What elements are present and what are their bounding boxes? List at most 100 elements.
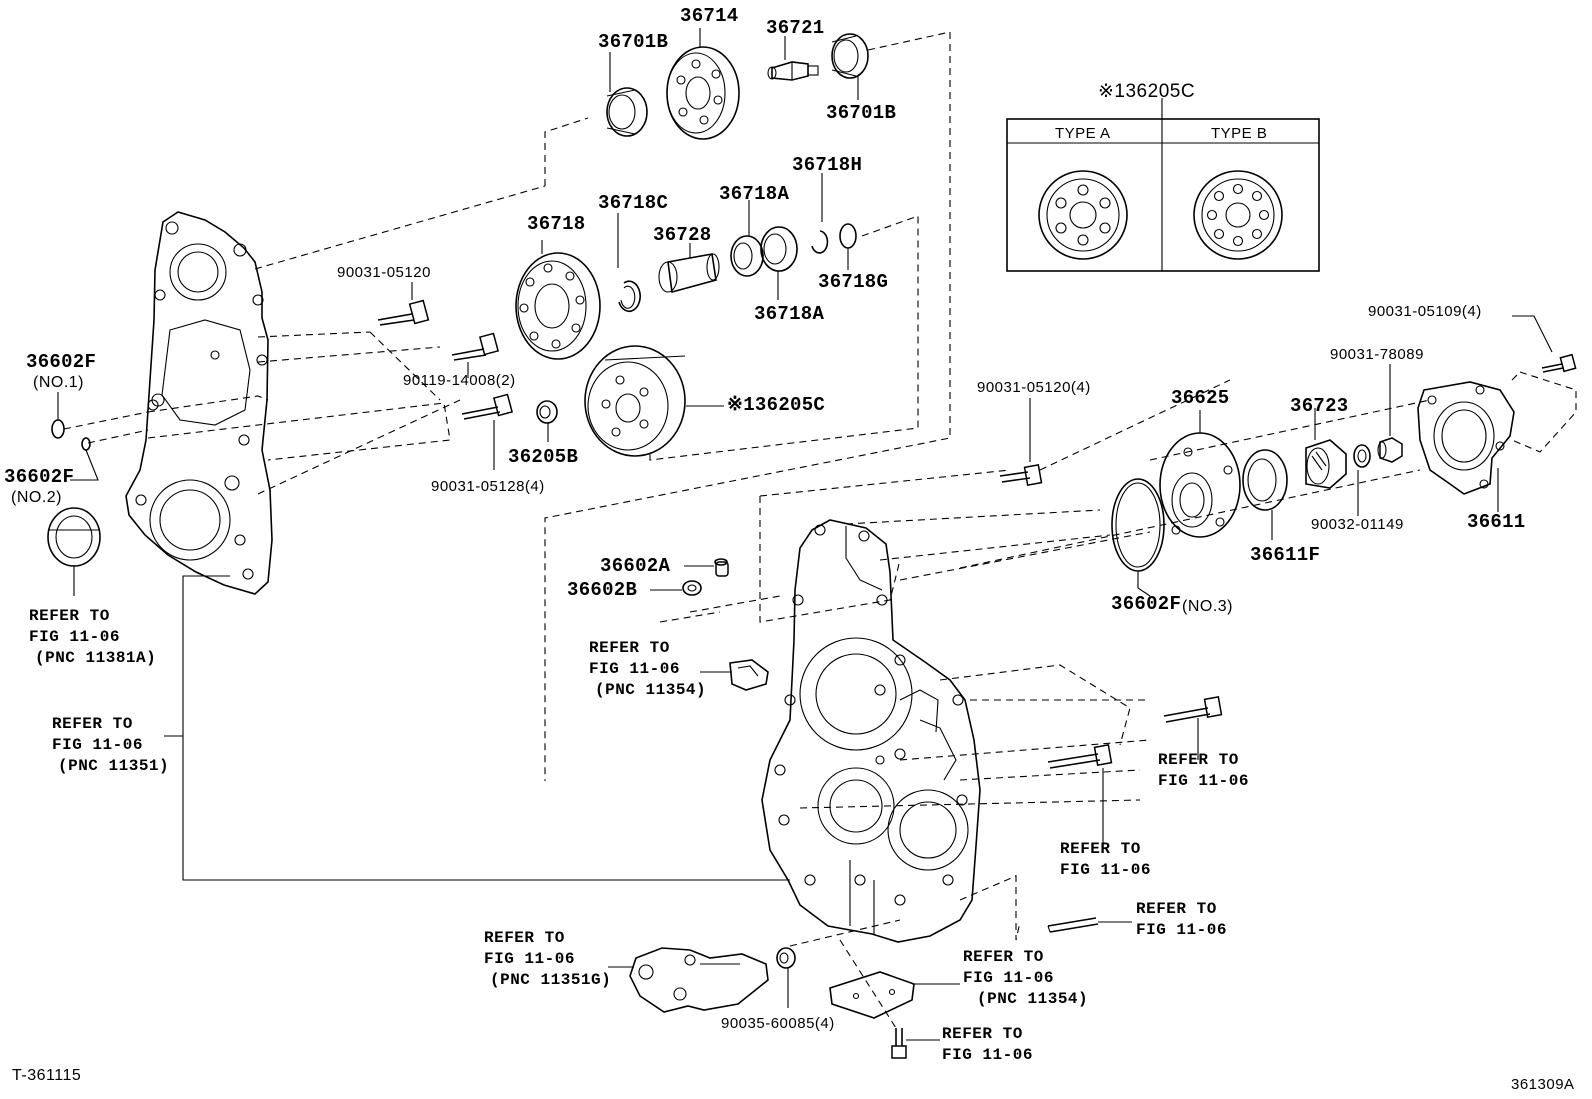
part-number-36602b: 36602B bbox=[567, 579, 638, 601]
part-number-36701b-left: 36701B bbox=[598, 31, 669, 53]
snap-ring-36718h-icon bbox=[811, 230, 829, 254]
gear-36205c-icon bbox=[584, 345, 686, 457]
refer-to-11354-lower: REFER TO FIG 11-06 (PNC 11354) bbox=[963, 947, 1088, 1010]
bearing-36718a-right-icon bbox=[760, 226, 798, 272]
bearing-36701b-right-icon bbox=[831, 33, 869, 79]
rotor-36723-icon bbox=[1305, 439, 1347, 489]
inset-title: ※136205C bbox=[1098, 81, 1196, 102]
part-number-90031-05109: 90031-05109(4) bbox=[1368, 303, 1482, 320]
oil-seal-left-icon bbox=[47, 507, 101, 567]
o-ring-36718g-icon bbox=[839, 223, 857, 249]
refer-to-stud: REFER TO FIG 11-06 bbox=[1136, 899, 1227, 941]
bolt-90119-14008-icon bbox=[451, 332, 500, 361]
gear-36718-icon bbox=[515, 252, 601, 360]
part-number-36721: 36721 bbox=[766, 17, 825, 39]
part-number-36701b-right: 36701B bbox=[826, 102, 897, 124]
refer-line-1: REFER TO bbox=[29, 607, 110, 625]
cover-36625-icon bbox=[1159, 432, 1241, 538]
inset-type-b-label: TYPE B bbox=[1211, 125, 1268, 142]
shaft-36721-icon bbox=[767, 61, 819, 81]
oil-seal-36611f-icon bbox=[1242, 449, 1288, 511]
housing-36611-icon bbox=[1417, 381, 1515, 495]
front-cover-plate bbox=[125, 211, 273, 595]
part-number-36718: 36718 bbox=[527, 213, 586, 235]
transfer-case-housing bbox=[761, 519, 981, 943]
inset-type-a-label: TYPE A bbox=[1055, 125, 1111, 142]
bolt-90031-05128-icon bbox=[461, 393, 514, 420]
stud-bolt-icon bbox=[1047, 917, 1099, 933]
refer-line-2: FIG 11-06 bbox=[589, 660, 680, 678]
refer-line-2: FIG 11-06 bbox=[1158, 772, 1249, 790]
part-number-36611f: 36611F bbox=[1250, 544, 1321, 566]
bolt-long-upper-icon bbox=[1163, 696, 1223, 723]
cover-plate-11354-icon bbox=[829, 971, 915, 1019]
refer-line-3: (PNC 11381A) bbox=[35, 649, 157, 667]
footer-left-code: T-361115 bbox=[12, 1067, 82, 1084]
o-ring-36602f-no3-icon bbox=[1111, 478, 1165, 572]
part-number-90035-60085: 90035-60085(4) bbox=[721, 1015, 835, 1032]
part-number-36625: 36625 bbox=[1171, 387, 1230, 409]
footer-right-code: 361309A bbox=[1511, 1076, 1575, 1093]
part-note-no3: (NO.3) bbox=[1182, 598, 1233, 615]
bearing-36701b-left-icon bbox=[606, 87, 648, 137]
refer-line-1: REFER TO bbox=[484, 929, 565, 947]
o-ring-no1-icon bbox=[51, 419, 65, 439]
plug-36602a-icon bbox=[714, 558, 729, 577]
part-number-36718c: 36718C bbox=[598, 192, 669, 214]
part-number-90031-78089: 90031-78089 bbox=[1330, 346, 1424, 363]
part-number-36611: 36611 bbox=[1467, 511, 1526, 533]
part-number-36718h: 36718H bbox=[792, 154, 863, 176]
refer-to-bolt-middle: REFER TO FIG 11-06 bbox=[1060, 839, 1151, 881]
refer-line-1: REFER TO bbox=[1136, 900, 1217, 918]
type-a-gear-icon bbox=[1038, 170, 1128, 260]
part-number-90031-05128: 90031-05128(4) bbox=[431, 478, 545, 495]
o-ring-no2-icon bbox=[81, 437, 91, 451]
part-number-36602f-no2: 36602F bbox=[4, 466, 75, 488]
part-number-36602a: 36602A bbox=[600, 555, 671, 577]
refer-line-2: FIG 11-06 bbox=[942, 1046, 1033, 1064]
refer-line-1: REFER TO bbox=[963, 948, 1044, 966]
refer-line-2: FIG 11-06 bbox=[52, 736, 143, 754]
bracket-11351g-icon bbox=[629, 947, 769, 1013]
part-number-90031-05120: 90031-05120 bbox=[337, 264, 431, 281]
refer-line-2: FIG 11-06 bbox=[484, 950, 575, 968]
refer-line-2: FIG 11-06 bbox=[29, 628, 120, 646]
bolt-long-middle-icon bbox=[1047, 744, 1113, 769]
inset-box bbox=[1006, 98, 1320, 272]
refer-line-1: REFER TO bbox=[1158, 751, 1239, 769]
refer-to-11381a: REFER TO FIG 11-06 (PNC 11381A) bbox=[29, 606, 156, 669]
part-number-36723: 36723 bbox=[1290, 395, 1349, 417]
plug-90031-78089-icon bbox=[1377, 437, 1403, 463]
bolt-90031-05120-icon bbox=[377, 299, 430, 326]
refer-to-11351: REFER TO FIG 11-06 (PNC 11351) bbox=[52, 714, 169, 777]
refer-line-2: FIG 11-06 bbox=[1060, 861, 1151, 879]
refer-line-1: REFER TO bbox=[52, 715, 133, 733]
bolt-90031-05109-icon bbox=[1541, 353, 1577, 373]
washer-90032-01149-icon bbox=[1353, 444, 1371, 468]
refer-line-3: (PNC 11354) bbox=[977, 990, 1089, 1008]
sleeve-36728-icon bbox=[658, 253, 720, 294]
refer-to-bottom-bolt: REFER TO FIG 11-06 bbox=[942, 1024, 1033, 1066]
part-number-36718a-top: 36718A bbox=[719, 183, 790, 205]
refer-line-1: REFER TO bbox=[942, 1025, 1023, 1043]
dowel-90035-60085-icon bbox=[776, 947, 796, 969]
refer-to-bolt-upper: REFER TO FIG 11-06 bbox=[1158, 750, 1249, 792]
bolt-bottom-icon bbox=[891, 1028, 907, 1059]
part-number-90032-01149: 90032-01149 bbox=[1311, 516, 1404, 533]
part-number-36205c: ※136205C bbox=[727, 394, 826, 416]
refer-line-3: (PNC 11351G) bbox=[490, 971, 612, 989]
refer-to-11351g: REFER TO FIG 11-06 (PNC 11351G) bbox=[484, 928, 611, 991]
part-number-90119-14008: 90119-14008(2) bbox=[403, 372, 516, 389]
part-number-36718a-bottom: 36718A bbox=[754, 303, 825, 325]
part-note-no1: (NO.1) bbox=[33, 374, 84, 391]
bearing-36718a-left-icon bbox=[730, 235, 764, 277]
part-number-90031-05120-4: 90031-05120(4) bbox=[977, 379, 1091, 396]
refer-line-3: (PNC 11354) bbox=[595, 681, 707, 699]
bracket-11354-icon bbox=[729, 659, 769, 691]
part-number-36602f-no3: 36602F bbox=[1111, 593, 1182, 615]
refer-line-1: REFER TO bbox=[1060, 840, 1141, 858]
refer-line-2: FIG 11-06 bbox=[963, 969, 1054, 987]
bushing-36205b-icon bbox=[536, 400, 558, 424]
